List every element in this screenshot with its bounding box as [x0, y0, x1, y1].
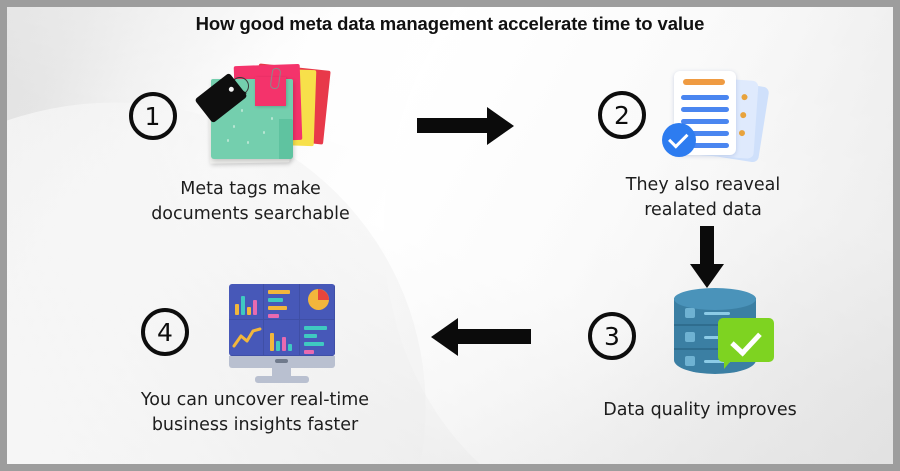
chart-cell-bar	[229, 284, 265, 320]
sparkline-svg	[232, 327, 262, 348]
document-line	[681, 119, 729, 124]
chart-cell-bar-2	[264, 320, 300, 356]
step-4-number-badge: 4	[141, 308, 189, 356]
step-4: 4	[103, 282, 385, 438]
chart-cell-hbar-top	[264, 284, 300, 320]
blue-check-badge-icon	[662, 123, 696, 157]
tag-hole	[227, 85, 235, 93]
page-title: How good meta data management accelerate…	[195, 13, 705, 34]
document-line	[681, 95, 729, 100]
database-top-ellipse	[674, 288, 756, 310]
step-2-row: 2	[567, 65, 803, 165]
arrow-left-icon	[431, 318, 531, 356]
step-2: 2	[567, 65, 803, 223]
dashboard-monitor-icon	[219, 282, 347, 383]
step-1: 1	[103, 63, 358, 227]
document-header-bar	[683, 79, 725, 85]
arrow-down-icon	[690, 226, 724, 288]
document-stack-check-icon	[660, 65, 772, 165]
step-4-caption: You can uncover real-time business insig…	[140, 390, 370, 435]
step-3-number-badge: 3	[588, 312, 636, 360]
monitor-screen	[229, 284, 335, 356]
chart-cell-pie	[299, 284, 335, 320]
step-4-row: 4	[103, 282, 385, 383]
step-3-caption: Data quality improves	[603, 400, 797, 420]
chart-cell-line	[229, 320, 265, 356]
monitor-foot	[255, 376, 309, 383]
document-line	[681, 107, 729, 112]
step-1-caption: Meta tags make documents searchable	[151, 179, 350, 224]
step-1-row: 1	[103, 63, 358, 167]
step-3: 3 Data quality improves	[567, 282, 811, 423]
database-check-icon	[658, 282, 790, 390]
step-2-number-badge: 2	[598, 91, 646, 139]
step-1-number-badge: 1	[128, 92, 177, 140]
tagged-folder-icon	[193, 63, 333, 167]
chart-cell-hbar-bottom	[299, 320, 335, 356]
monitor-button	[275, 359, 288, 363]
step-2-caption: They also reaveal realated data	[625, 175, 781, 220]
arrow-right-icon	[417, 107, 514, 145]
step-3-row: 3	[567, 282, 811, 390]
